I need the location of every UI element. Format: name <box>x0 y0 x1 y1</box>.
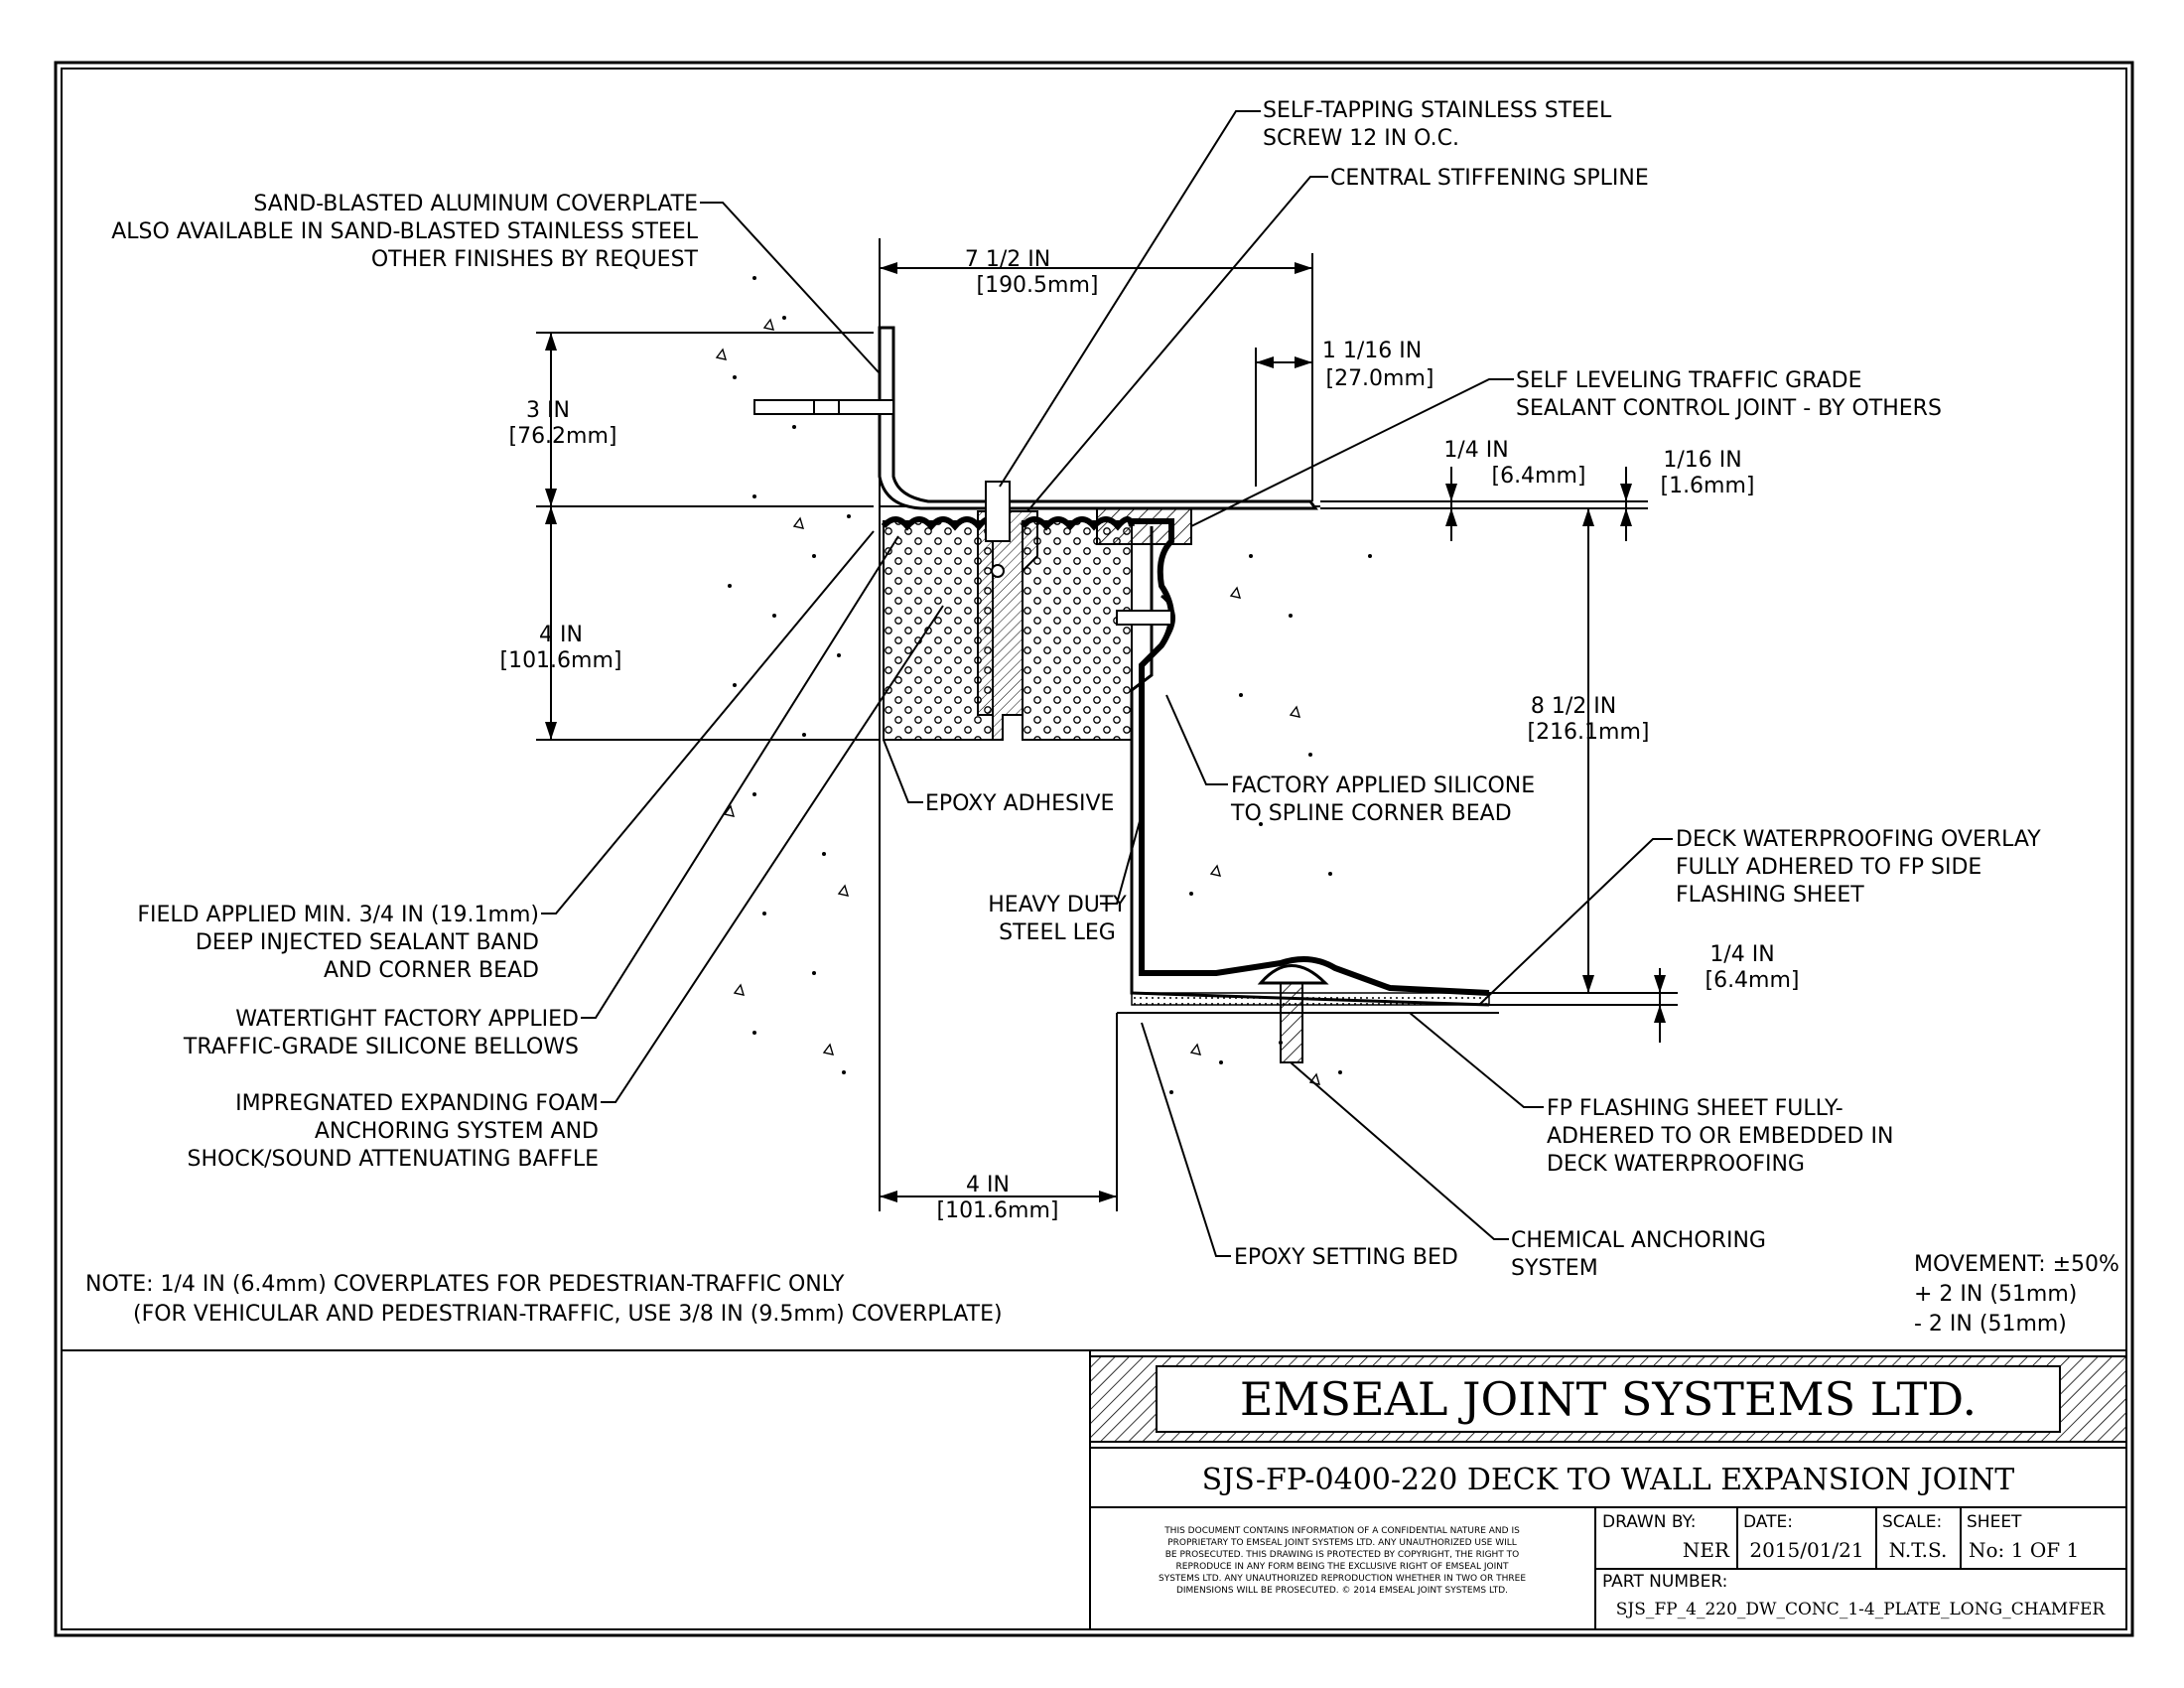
drawn-by-label: DRAWN BY: <box>1602 1512 1696 1532</box>
part-number-value: SJS_FP_4_220_DW_CONC_1-4_PLATE_LONG_CHAM… <box>1616 1600 2107 1619</box>
chem-anchor-label-2: SYSTEM <box>1511 1256 1598 1281</box>
sheet-no-label: No: <box>1969 1538 2004 1562</box>
fp-flashing-label-1: FP FLASHING SHEET FULLY- <box>1547 1096 1843 1121</box>
movement-line-1: MOVEMENT: ±50% <box>1914 1252 2119 1277</box>
dim-plate-thk-1: 1/4 IN <box>1443 438 1508 463</box>
part-number-label: PART NUMBER: <box>1602 1572 1727 1592</box>
disclaimer-4: REPRODUCE IN ANY FORM BEING THE EXCLUSIV… <box>1176 1562 1509 1572</box>
field-sealant-label-1: FIELD APPLIED MIN. 3/4 IN (19.1mm) <box>137 903 539 927</box>
dim-plate-thk-2: [6.4mm] <box>1491 464 1585 489</box>
setting-bed-label: EPOXY SETTING BED <box>1234 1245 1458 1270</box>
bellows-label-1: WATERTIGHT FACTORY APPLIED <box>235 1007 579 1032</box>
steel-leg-label-1: HEAVY DUTY <box>988 893 1127 917</box>
leader-lines <box>541 110 1673 1257</box>
screw-label-2: SCREW 12 IN O.C. <box>1263 126 1459 151</box>
drawing-title: SJS-FP-0400-220 DECK TO WALL EXPANSION J… <box>1202 1463 2015 1497</box>
coverplate-label-2: ALSO AVAILABLE IN SAND-BLASTED STAINLESS… <box>111 219 698 244</box>
date-label: DATE: <box>1743 1512 1793 1532</box>
dim-width-top-2: [190.5mm] <box>976 273 1098 298</box>
dim-width-bottom-2: [101.6mm] <box>936 1198 1058 1223</box>
concrete-right <box>1169 554 1372 1094</box>
silicone-bead-label-1: FACTORY APPLIED SILICONE <box>1231 774 1535 798</box>
dim-width-top-1: 7 1/2 IN <box>965 247 1050 272</box>
dimension-ticks <box>545 262 1666 1202</box>
coverplate-label-3: OTHER FINISHES BY REQUEST <box>371 247 699 272</box>
bellows-label-2: TRAFFIC-GRADE SILICONE BELLOWS <box>183 1035 579 1059</box>
disclaimer-1: THIS DOCUMENT CONTAINS INFORMATION OF A … <box>1163 1526 1520 1536</box>
field-sealant-label-2: DEEP INJECTED SEALANT BAND <box>196 930 539 955</box>
foam-label-1: IMPREGNATED EXPANDING FOAM <box>235 1091 599 1116</box>
dim-height-upper-2: [76.2mm] <box>508 424 616 449</box>
dim-height-lower-2: [101.6mm] <box>499 648 621 673</box>
field-sealant-label-3: AND CORNER BEAD <box>324 958 539 983</box>
dim-offset-1: 1 1/16 IN <box>1322 339 1422 363</box>
dim-plate-step-1: 1/16 IN <box>1663 448 1741 473</box>
deck-overlay-label-2: FULLY ADHERED TO FP SIDE <box>1676 855 1981 880</box>
dim-width-bottom-1: 4 IN <box>966 1173 1010 1197</box>
movement-line-3: - 2 IN (51mm) <box>1914 1312 2067 1336</box>
dim-depth-1: 8 1/2 IN <box>1531 694 1616 719</box>
note-line-1: NOTE: 1/4 IN (6.4mm) COVERPLATES FOR PED… <box>85 1272 845 1297</box>
fp-flashing-label-3: DECK WATERPROOFING <box>1547 1152 1805 1177</box>
concrete-left <box>715 276 851 1074</box>
dim-height-lower-1: 4 IN <box>539 623 583 647</box>
dim-flash-thk-2: [6.4mm] <box>1705 968 1799 993</box>
steel-leg-label-2: STEEL LEG <box>999 920 1116 945</box>
scale-value: N.T.S. <box>1889 1538 1948 1562</box>
sheet-label: SHEET <box>1967 1512 2022 1532</box>
note-line-2: (FOR VEHICULAR AND PEDESTRIAN-TRAFFIC, U… <box>133 1302 1003 1327</box>
movement-line-2: + 2 IN (51mm) <box>1914 1282 2077 1307</box>
dim-offset-2: [27.0mm] <box>1325 366 1433 391</box>
disclaimer-3: BE PROSECUTED. THIS DRAWING IS PROTECTED… <box>1165 1550 1520 1560</box>
company-name: EMSEAL JOINT SYSTEMS LTD. <box>1240 1372 1977 1426</box>
disclaimer-2: PROPRIETARY TO EMSEAL JOINT SYSTEMS LTD.… <box>1167 1538 1517 1548</box>
epoxy-adhesive-label: EPOXY ADHESIVE <box>925 791 1114 816</box>
chem-anchor-label-1: CHEMICAL ANCHORING <box>1511 1228 1766 1253</box>
outer-border <box>54 61 2134 1637</box>
foam-label-2: ANCHORING SYSTEM AND <box>315 1119 599 1144</box>
screw-label-1: SELF-TAPPING STAINLESS STEEL <box>1263 98 1612 123</box>
dim-flash-thk-1: 1/4 IN <box>1709 942 1774 967</box>
section-detail <box>715 238 1499 1201</box>
drawn-by-value: NER <box>1683 1538 1730 1562</box>
spline-label: CENTRAL STIFFENING SPLINE <box>1330 166 1649 191</box>
fp-flashing-label-2: ADHERED TO OR EMBEDDED IN <box>1547 1124 1893 1149</box>
silicone-bead-label-2: TO SPLINE CORNER BEAD <box>1230 801 1512 826</box>
dim-depth-2: [216.1mm] <box>1527 720 1649 745</box>
sheet-value: 1 OF 1 <box>2011 1538 2079 1562</box>
disclaimer-6: DIMENSIONS WILL BE PROSECUTED. © 2014 EM… <box>1176 1586 1508 1596</box>
foam-label-3: SHOCK/SOUND ATTENUATING BAFFLE <box>188 1147 599 1172</box>
disclaimer-5: SYSTEMS LTD. ANY UNAUTHORIZED REPRODUCTI… <box>1159 1574 1526 1584</box>
date-value: 2015/01/21 <box>1749 1538 1863 1562</box>
dim-plate-step-2: [1.6mm] <box>1660 474 1754 498</box>
sealant-joint-label-2: SEALANT CONTROL JOINT - BY OTHERS <box>1516 396 1942 421</box>
coverplate-label-1: SAND-BLASTED ALUMINUM COVERPLATE <box>253 192 698 216</box>
title-block: EMSEAL JOINT SYSTEMS LTD. SJS-FP-0400-22… <box>1089 1350 2127 1630</box>
dim-height-upper-1: 3 IN <box>526 398 570 423</box>
deck-overlay-label-3: FLASHING SHEET <box>1676 883 1864 908</box>
scale-label: SCALE: <box>1882 1512 1942 1532</box>
deck-overlay-label-1: DECK WATERPROOFING OVERLAY <box>1676 827 2041 852</box>
sealant-joint-label-1: SELF LEVELING TRAFFIC GRADE <box>1516 368 1862 393</box>
